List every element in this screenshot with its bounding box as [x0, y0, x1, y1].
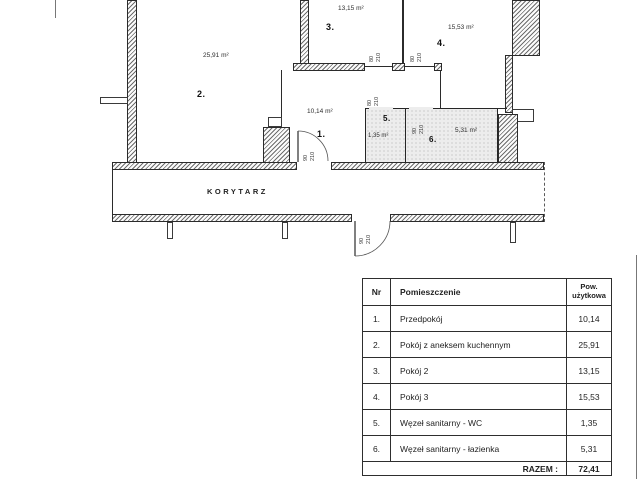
table-row: 6. Węzeł sanitarny - łazienka 5,31 [363, 435, 611, 461]
door-opening-room3 [365, 66, 392, 67]
room4-area: 15,53 m² [448, 24, 474, 31]
row-nr: 3. [363, 358, 391, 383]
wall-room1-notch [268, 117, 282, 127]
table-row: 4. Pokój 3 15,53 [363, 383, 611, 409]
room3-number: 3. [326, 22, 335, 32]
wall-room4-right-block [512, 0, 540, 56]
header-area: Pow. użytkowa [572, 282, 606, 300]
wall-left-stub [100, 97, 128, 104]
total-value: 72,41 [578, 463, 600, 474]
room1-number: 1. [317, 129, 326, 139]
row-name: Pokój 3 [391, 384, 567, 409]
table-row: 3. Pokój 2 13,15 [363, 357, 611, 383]
row-name: Węzeł sanitarny - łazienka [391, 436, 567, 461]
wall-corridor-bottom-b [390, 214, 544, 222]
pier-room1 [263, 127, 290, 163]
page-edge-right [636, 255, 637, 479]
row-nr: 4. [363, 384, 391, 409]
table-row: 1. Przedpokój 10,14 [363, 305, 611, 331]
table-row: 5. Węzeł sanitarny - WC 1,35 [363, 409, 611, 435]
wall-hall-vertical [440, 71, 441, 109]
row-area: 25,91 [578, 339, 600, 350]
room2-area: 25,91 m² [203, 52, 229, 59]
row-name: Węzeł sanitarny - WC [391, 410, 567, 435]
door-opening-room5 [369, 107, 393, 109]
stub-wall-2 [282, 222, 288, 239]
room6-bathroom [405, 108, 498, 163]
door-arc-room1 [297, 130, 329, 162]
room3-area: 13,15 m² [338, 5, 364, 12]
row-area: 15,53 [578, 391, 600, 402]
door-opening-room4 [405, 66, 434, 67]
door-opening-room6 [409, 107, 433, 109]
total-label: RAZEM : [363, 462, 567, 475]
wall-corridor-top-a [112, 162, 297, 170]
row-name: Pokój 2 [391, 358, 567, 383]
row-nr: 2. [363, 332, 391, 357]
wall-room6-right [498, 114, 518, 163]
wall-south-room3-b [392, 63, 405, 71]
wall-corridor-left-end [112, 162, 113, 222]
table-total-row: RAZEM : 72,41 [363, 461, 611, 475]
row-name: Przedpokój [391, 306, 567, 331]
room-area-table: Nr Pomieszczenie Pow. użytkowa 1. Przedp… [362, 278, 612, 476]
room6-area: 5,31 m² [455, 127, 478, 134]
stub-wall-1 [167, 222, 173, 239]
room6-number: 6. [429, 135, 437, 144]
row-area: 13,15 [578, 365, 600, 376]
wall-room3-room4-divider [402, 0, 404, 64]
row-area: 10,14 [578, 313, 600, 324]
room5-area: 1,35 m² [368, 133, 389, 139]
wall-south-room4 [434, 63, 442, 71]
row-area: 5,31 [580, 443, 598, 454]
room5-number: 5. [383, 114, 391, 123]
room1-area: 10,14 m² [307, 108, 333, 115]
wall-left-outer [127, 0, 137, 163]
corridor-label: KORYTARZ [207, 187, 268, 196]
row-nr: 1. [363, 306, 391, 331]
header-name: Pomieszczenie [391, 279, 567, 305]
wall-south-room3-a [293, 63, 365, 71]
room2-number: 2. [197, 89, 206, 99]
table-row: 2. Pokój z aneksem kuchennym 25,91 [363, 331, 611, 357]
row-nr: 5. [363, 410, 391, 435]
room5-wc [365, 108, 407, 163]
corridor-right-end-dashed [544, 162, 545, 222]
wall-room1-left [281, 70, 282, 120]
door-arc-corridor [354, 221, 391, 257]
room4-number: 4. [437, 38, 446, 48]
row-name: Pokój z aneksem kuchennym [391, 332, 567, 357]
wall-corridor-bottom-a [112, 214, 352, 222]
stub-wall-3 [510, 222, 516, 243]
wall-corridor-top-b [331, 162, 544, 170]
wall-room2-room3-divider [300, 0, 309, 69]
header-nr: Nr [363, 279, 391, 305]
page-edge-top-left [55, 0, 56, 18]
wall-room4-right-lower [505, 55, 513, 113]
table-header-row: Nr Pomieszczenie Pow. użytkowa [363, 279, 611, 305]
row-nr: 6. [363, 436, 391, 461]
row-area: 1,35 [580, 417, 598, 428]
